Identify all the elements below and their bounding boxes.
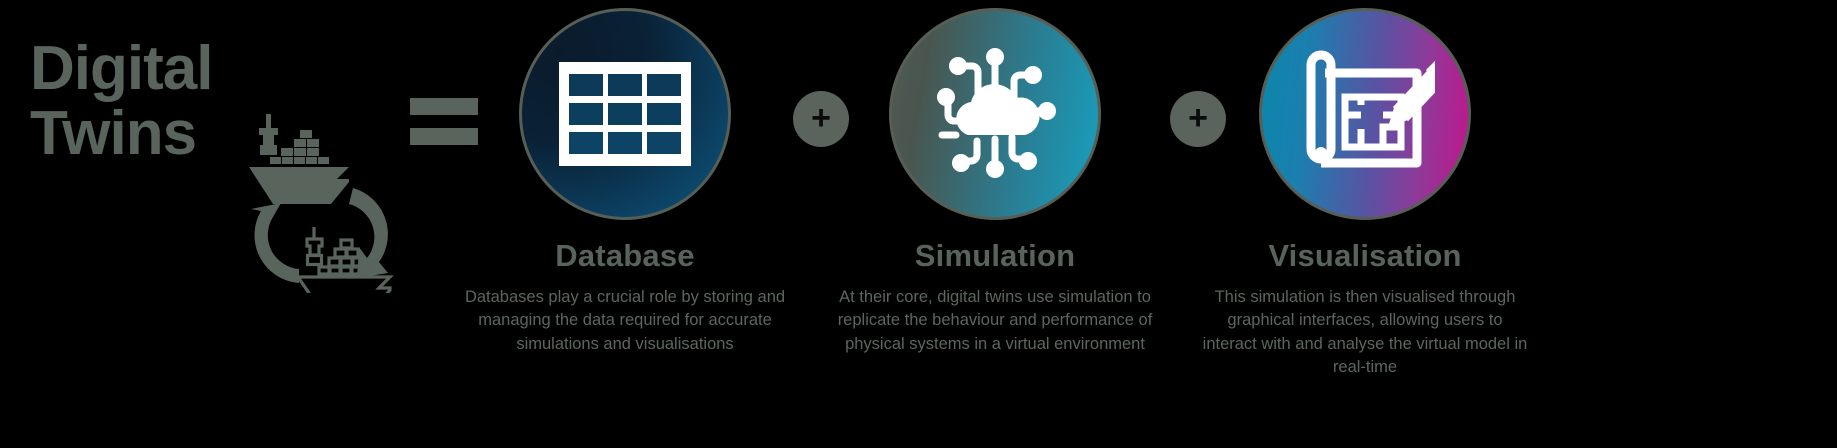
lead-title-line-2: Twins xyxy=(30,99,197,169)
cloud-network-icon xyxy=(937,48,1056,178)
plus-glyph-1: + xyxy=(811,98,831,137)
blueprint-pencil-icon xyxy=(1306,50,1435,168)
lead-title-line-1: Digital xyxy=(30,34,213,103)
database-heading: Database xyxy=(555,238,695,273)
simulation-heading: Simulation xyxy=(914,238,1076,273)
ship-cycle-icon xyxy=(243,108,418,311)
simulation-circle-wrap xyxy=(825,0,1165,228)
visualisation-circle-wrap xyxy=(1195,0,1535,228)
plus-glyph-2: + xyxy=(1188,98,1208,137)
simulation-body: At their core, digital twins use simulat… xyxy=(837,288,1153,353)
column-visualisation: Visualisation This simulation is then vi… xyxy=(1195,0,1535,380)
plus-operator-2: + xyxy=(1170,91,1226,147)
database-body: Databases play a crucial role by storing… xyxy=(464,288,786,353)
visualisation-circle xyxy=(1259,8,1471,220)
column-simulation: Simulation At their core, digital twins … xyxy=(825,0,1165,356)
simulation-circle xyxy=(889,8,1101,220)
database-circle-wrap xyxy=(455,0,795,228)
visualisation-heading: Visualisation xyxy=(1268,238,1462,273)
column-database: Database Databases play a crucial role b… xyxy=(455,0,795,356)
lead-title: Digital Twins xyxy=(30,36,280,166)
table-grid-icon xyxy=(559,62,691,166)
visualisation-body: This simulation is then visualised throu… xyxy=(1202,288,1528,377)
plus-operator-1: + xyxy=(793,91,849,147)
equals-operator xyxy=(410,96,478,148)
database-circle xyxy=(519,8,731,220)
